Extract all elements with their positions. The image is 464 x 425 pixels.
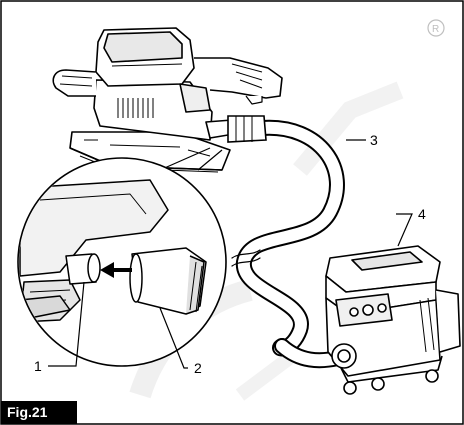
callout-2: 2 <box>194 360 202 376</box>
figure-tag: Fig.21 <box>1 401 77 424</box>
callout-1: 1 <box>34 358 42 374</box>
detail-inset <box>17 147 227 367</box>
arrow-head-icon <box>100 262 114 278</box>
leader-2 <box>159 307 188 369</box>
registered-mark-icon: R <box>427 19 445 37</box>
hose-cuff <box>227 115 267 143</box>
callout-3: 3 <box>370 132 378 148</box>
orbital-sander <box>52 27 283 173</box>
dust-extractor <box>325 245 461 395</box>
leader-4 <box>396 213 413 247</box>
svg-text:R: R <box>432 24 439 35</box>
callout-leaders <box>48 139 413 369</box>
callout-4: 4 <box>418 206 426 222</box>
dust-hose <box>231 119 346 369</box>
leader-1 <box>48 281 85 367</box>
